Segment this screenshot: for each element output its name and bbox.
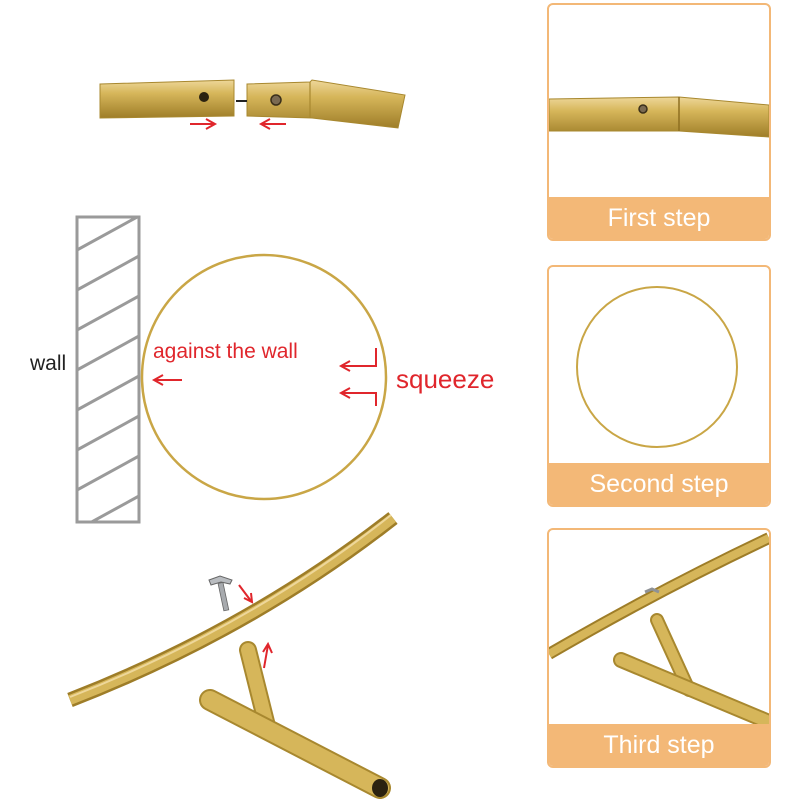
wing-bolt <box>208 575 233 612</box>
against-wall-label: against the wall <box>153 340 298 363</box>
tube-joint-illustration <box>99 79 406 130</box>
squeeze-arrow-bottom <box>338 387 377 406</box>
tube-end-opening <box>372 779 388 797</box>
step-panel-second: Second step <box>547 265 771 507</box>
wing-bolt <box>644 587 660 594</box>
step-panel-third: Third step <box>547 528 771 768</box>
step-label-first: First step <box>549 197 769 239</box>
stand-attachment-illustration <box>67 512 398 799</box>
step-label-second: Second step <box>549 463 769 505</box>
step-two-image <box>576 286 738 448</box>
squeeze-label: squeeze <box>396 364 494 394</box>
step-panel-first: First step <box>547 3 771 241</box>
wall-label: wall <box>29 352 66 375</box>
hoop-against-wall <box>140 253 388 501</box>
spring-pin <box>638 104 648 114</box>
spring-pin <box>270 94 282 106</box>
step-one-image <box>549 96 769 138</box>
stand-arrow <box>262 641 273 669</box>
push-arrow-left <box>258 118 286 130</box>
bolt-arrow <box>238 584 254 604</box>
wall-illustration <box>75 215 141 524</box>
squeeze-arrow-top <box>338 348 377 372</box>
wall-push-arrow <box>151 374 182 386</box>
step-label-third: Third step <box>549 724 769 766</box>
step-three-image <box>549 532 769 730</box>
push-arrow-right <box>190 118 218 130</box>
tube-hole <box>199 92 209 102</box>
